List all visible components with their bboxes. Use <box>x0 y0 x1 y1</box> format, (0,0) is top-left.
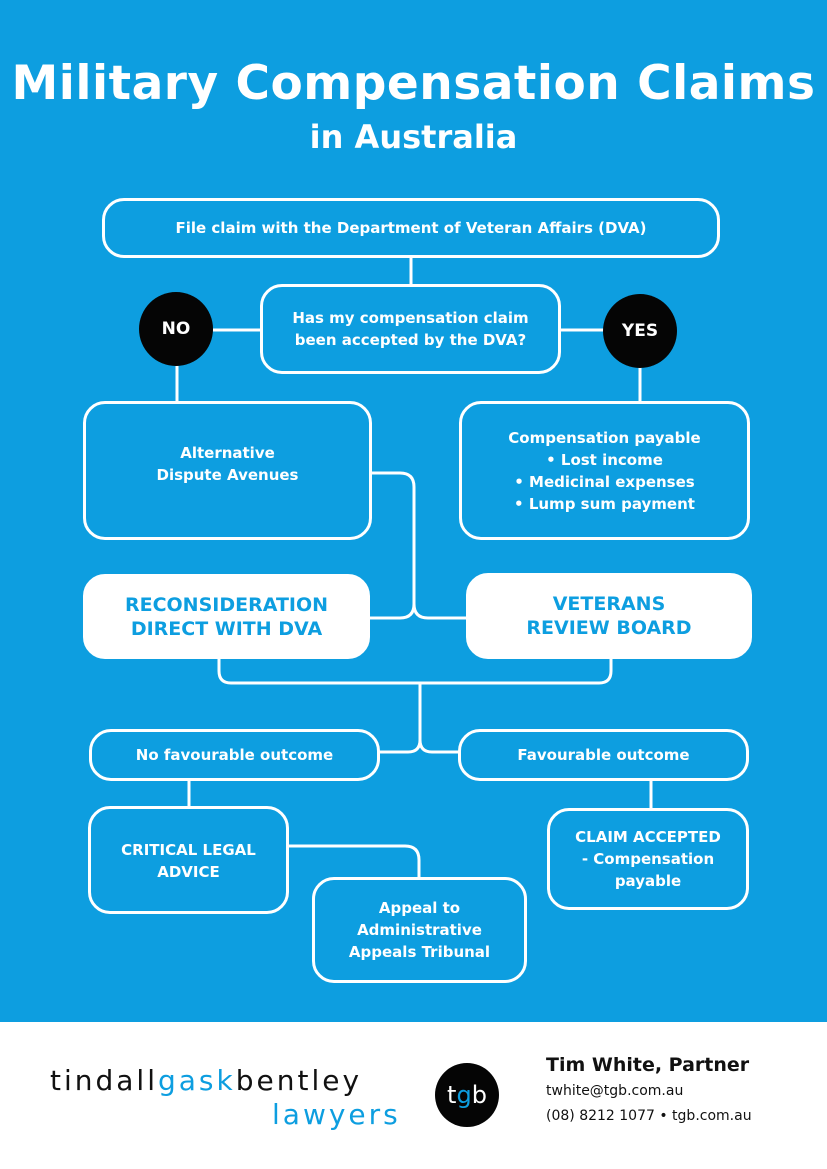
connector-hub-to-fav <box>418 739 460 754</box>
connector-lines <box>175 256 653 879</box>
alternative-text: Alternative Dispute Avenues <box>156 444 299 484</box>
legal-advice-box: CRITICAL LEGAL ADVICE <box>88 806 289 914</box>
question-text: Has my compensation claim been accepted … <box>292 309 529 349</box>
connector-alternative-to-boxes <box>369 471 416 620</box>
favourable-box: Favourable outcome <box>458 729 749 781</box>
firm-logo: tindallgaskbentley lawyers <box>50 1064 398 1131</box>
logo-part-tindall: tindall <box>50 1064 158 1097</box>
connector-legal-to-appeal <box>287 844 421 879</box>
no-label: NO <box>161 319 191 339</box>
claim-accepted-box: CLAIM ACCEPTED - Compensation payable <box>547 808 749 910</box>
appeal-text: Appeal to Administrative Appeals Tribuna… <box>348 899 491 961</box>
file-claim-box: File claim with the Department of Vetera… <box>102 198 720 258</box>
file-claim-text: File claim with the Department of Vetera… <box>175 219 647 237</box>
logo-part-bentley: bentley <box>235 1064 363 1097</box>
logo-wordmark: tindallgaskbentley <box>50 1064 362 1097</box>
yes-circle: YES <box>603 294 677 368</box>
alternative-box: Alternative Dispute Avenues <box>83 401 372 540</box>
yes-label: YES <box>621 321 659 341</box>
tgb-b: b <box>471 1081 487 1109</box>
contact-phone-website: (08) 8212 1077 • tgb.com.au <box>546 1108 752 1124</box>
no-circle: NO <box>139 292 213 366</box>
reconsideration-box: RECONSIDERATION DIRECT WITH DVA <box>83 574 370 659</box>
compensation-box: Compensation payable • Lost income • Med… <box>459 401 750 540</box>
vrb-text: VETERANS REVIEW BOARD <box>526 593 692 639</box>
tgb-t: t <box>447 1081 457 1109</box>
contact-email: twhite@tgb.com.au <box>546 1083 684 1099</box>
no-favourable-text: No favourable outcome <box>135 746 334 764</box>
page-subtitle: in Australia <box>309 118 518 156</box>
appeal-box: Appeal to Administrative Appeals Tribuna… <box>312 877 527 983</box>
tgb-g: g <box>456 1081 472 1109</box>
vrb-box: VETERANS REVIEW BOARD <box>466 573 752 659</box>
reconsideration-text: RECONSIDERATION DIRECT WITH DVA <box>124 593 329 640</box>
compensation-text: Compensation payable • Lost income • Med… <box>508 428 701 513</box>
logo-part-gask: gask <box>158 1064 236 1097</box>
page-title: Military Compensation Claims <box>11 56 816 111</box>
connector-vrb-to-hub <box>420 656 613 685</box>
contact-name: Tim White, Partner <box>546 1054 750 1076</box>
logo-lawyers: lawyers <box>272 1098 401 1131</box>
connector-spine-to-vrb <box>412 603 467 620</box>
question-box: Has my compensation claim been accepted … <box>260 284 561 374</box>
no-favourable-box: No favourable outcome <box>89 729 380 781</box>
connector-hub-to-nofav <box>379 739 422 754</box>
favourable-text: Favourable outcome <box>517 746 690 764</box>
claim-accepted-text: CLAIM ACCEPTED - Compensation payable <box>575 828 721 890</box>
legal-advice-text: CRITICAL LEGAL ADVICE <box>121 841 256 881</box>
connector-recon-to-hub <box>217 656 420 685</box>
